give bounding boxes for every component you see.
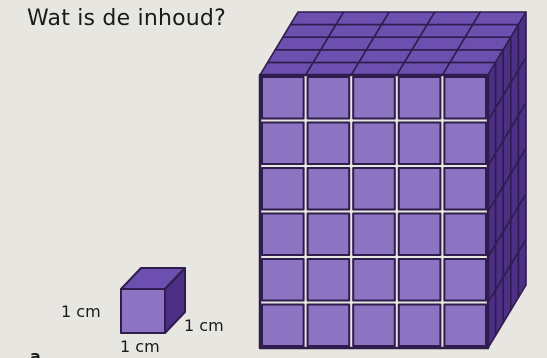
top-face-cell xyxy=(380,11,436,26)
top-face-cell xyxy=(411,36,467,51)
top-face-cell xyxy=(266,48,322,64)
top-face-cell xyxy=(449,48,505,64)
top-face-cell xyxy=(395,61,451,76)
front-face-cell xyxy=(397,167,442,211)
top-face-cell xyxy=(319,36,375,51)
front-face-outline xyxy=(258,73,490,350)
front-face-cell xyxy=(306,303,351,347)
front-face-cell xyxy=(261,258,305,302)
front-face-cell xyxy=(306,167,351,211)
top-face-cell xyxy=(312,48,368,64)
front-face-cell xyxy=(306,212,351,256)
page-corner-mark: a xyxy=(30,347,41,358)
top-face-cell xyxy=(441,61,497,76)
front-face-cell xyxy=(397,212,442,256)
front-face-cell xyxy=(352,303,396,347)
front-face-cell xyxy=(443,76,487,120)
front-face-cell xyxy=(261,212,305,256)
front-face-cell xyxy=(443,121,487,165)
top-face-cell xyxy=(418,23,474,39)
front-face-cell xyxy=(261,167,305,211)
top-face-cell xyxy=(464,23,520,39)
front-face-cell xyxy=(443,303,487,347)
unit-cube-width-label: 1 cm xyxy=(120,337,160,356)
top-face-cell xyxy=(327,23,383,39)
top-face-cell xyxy=(281,23,337,39)
top-face-cell xyxy=(335,11,391,26)
front-face-cell xyxy=(352,167,396,211)
front-face-cell xyxy=(306,76,351,120)
top-face-cell xyxy=(289,11,345,26)
front-face-cell xyxy=(397,76,442,120)
front-face-cell xyxy=(306,121,351,165)
top-face-cell xyxy=(426,11,482,26)
front-face-cell xyxy=(261,303,305,347)
large-cuboid xyxy=(258,11,527,350)
front-face-cell xyxy=(352,76,396,120)
unit-cube xyxy=(120,267,186,334)
front-face-cell xyxy=(397,121,442,165)
front-face-cell xyxy=(261,76,305,120)
top-face-cell xyxy=(456,36,512,51)
unit-cube-height-label: 1 cm xyxy=(61,302,101,321)
unit-cube-depth-label: 1 cm xyxy=(184,316,224,335)
top-face-cell xyxy=(304,61,360,76)
top-face-cell xyxy=(274,36,330,51)
question-text: Wat is de inhoud? xyxy=(27,6,226,31)
top-face-cell xyxy=(403,48,459,64)
top-face-cell xyxy=(471,11,527,26)
front-face-cell xyxy=(352,212,396,256)
front-face-cell xyxy=(443,258,487,302)
front-face-cell xyxy=(443,167,487,211)
front-face-cell xyxy=(261,121,305,165)
front-face-cell xyxy=(397,303,442,347)
front-face-cell xyxy=(306,258,351,302)
front-face-cell xyxy=(397,258,442,302)
top-face-cell xyxy=(259,61,315,76)
top-face-cell xyxy=(357,48,413,64)
front-face-cell xyxy=(443,212,487,256)
top-face-cell xyxy=(365,36,421,51)
unit-cube-front xyxy=(120,288,166,334)
front-face-cell xyxy=(352,258,396,302)
side-face-cell xyxy=(517,238,527,299)
top-face-cell xyxy=(373,23,429,39)
front-face-cell xyxy=(352,121,396,165)
top-face-cell xyxy=(350,61,406,76)
